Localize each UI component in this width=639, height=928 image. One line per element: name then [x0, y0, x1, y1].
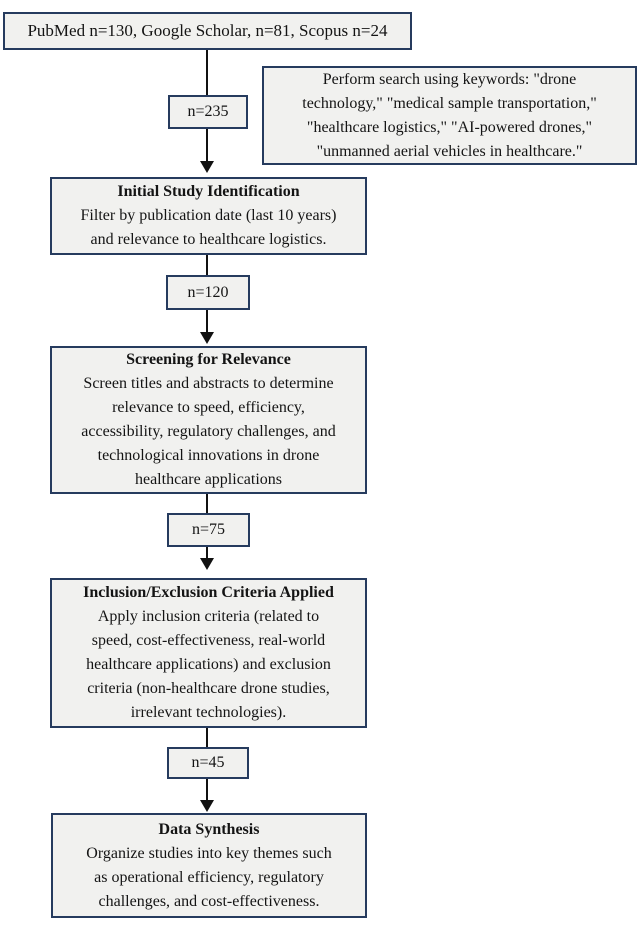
- stage-body: Organize studies into key themes such as…: [86, 844, 332, 910]
- connector-line: [206, 129, 208, 162]
- stage-title: Screening for Relevance: [126, 351, 291, 368]
- stage-body: Filter by publication date (last 10 year…: [80, 207, 337, 248]
- stage-body: Apply inclusion criteria (related to spe…: [86, 608, 331, 721]
- stage-title: Initial Study Identification: [117, 183, 300, 200]
- count-box-after-criteria: n=45: [167, 747, 249, 779]
- connector-line: [206, 494, 208, 513]
- arrow-down-icon: [200, 800, 214, 812]
- count-box-after-screening: n=75: [167, 513, 250, 547]
- box-keywords-note: Perform search using keywords: "drone te…: [262, 66, 637, 165]
- box-data-synthesis: Data Synthesis Organize studies into key…: [51, 813, 367, 918]
- box-screening-for-relevance: Screening for Relevance Screen titles an…: [50, 346, 367, 494]
- box-initial-study-identification: Initial Study Identification Filter by p…: [50, 177, 367, 255]
- arrow-down-icon: [200, 558, 214, 570]
- connector-line: [206, 547, 208, 559]
- connector-line: [206, 779, 208, 801]
- count-box-after-identification: n=120: [166, 275, 250, 310]
- stage-body: Screen titles and abstracts to determine…: [81, 375, 336, 488]
- connector-line: [206, 310, 208, 333]
- box-search-sources: PubMed n=130, Google Scholar, n=81, Scop…: [3, 12, 412, 50]
- connector-line: [206, 50, 208, 95]
- count-box-after-search: n=235: [168, 95, 248, 129]
- arrow-down-icon: [200, 161, 214, 173]
- connector-line: [206, 728, 208, 747]
- arrow-down-icon: [200, 332, 214, 344]
- stage-title: Inclusion/Exclusion Criteria Applied: [83, 584, 334, 601]
- box-inclusion-exclusion-criteria: Inclusion/Exclusion Criteria Applied App…: [50, 578, 367, 728]
- connector-line: [206, 255, 208, 275]
- stage-title: Data Synthesis: [158, 820, 260, 838]
